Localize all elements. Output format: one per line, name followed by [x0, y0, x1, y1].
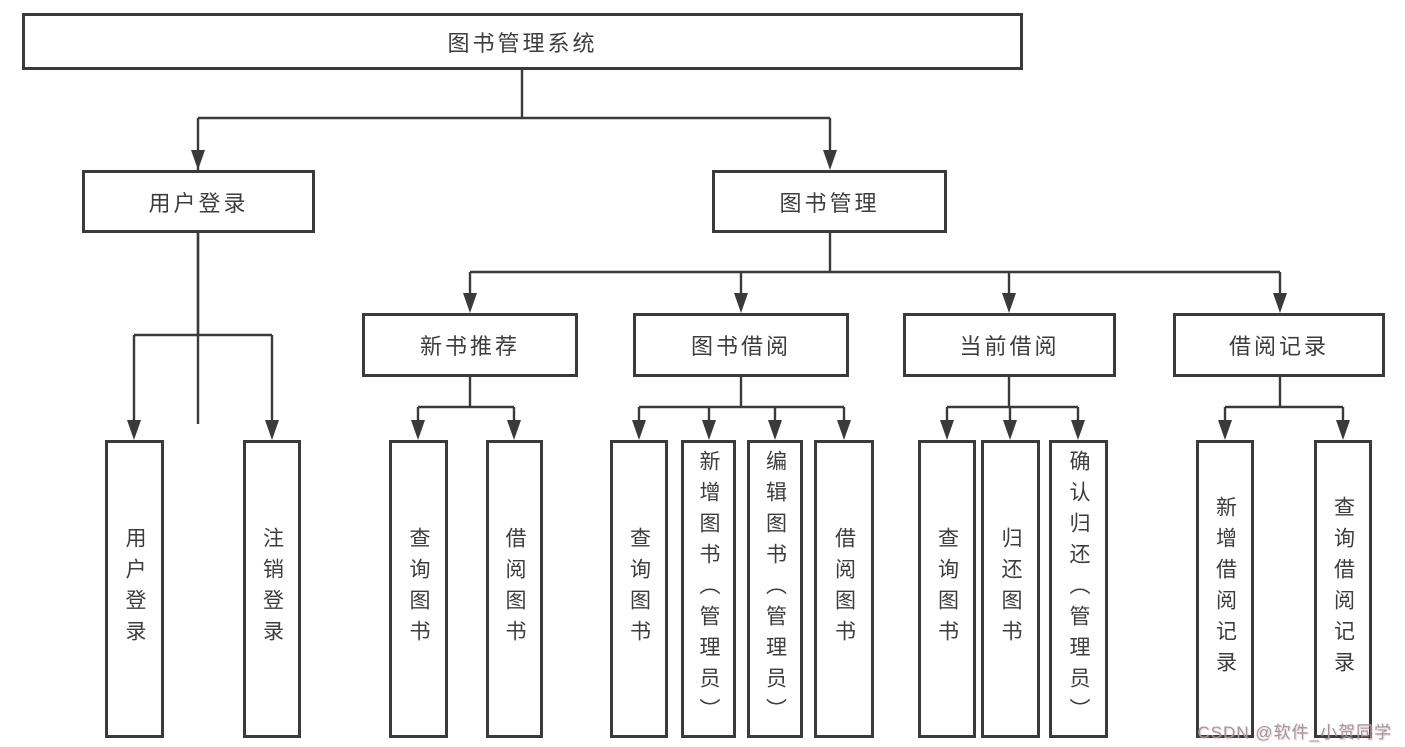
csdn-watermark: CSDN @软件_小贺同学 — [1197, 723, 1392, 742]
node-label: 图书管理 — [779, 190, 880, 216]
leaf-add-borrow-record: 新增借阅记录 — [1196, 440, 1254, 738]
node-label: 借阅图书 — [832, 527, 856, 651]
node-label: 新增图书（管理员） — [697, 449, 720, 729]
edge-root — [196, 70, 832, 424]
node-label: 当前借阅 — [959, 334, 1060, 359]
edge-borrow-record — [1223, 377, 1345, 424]
node-label: 用户登录 — [123, 527, 146, 651]
node-label: 查询图书 — [935, 527, 959, 651]
leaf-user-login: 用户登录 — [105, 440, 164, 738]
node-label: 查询图书 — [627, 527, 651, 651]
node-label: 注销登录 — [260, 527, 284, 651]
leaf-logout: 注销登录 — [243, 440, 301, 738]
node-borrow-record: 借阅记录 — [1173, 313, 1385, 377]
leaf-borrow-books-recommend: 借阅图书 — [486, 440, 543, 738]
node-book-management: 图书管理 — [712, 170, 947, 233]
edge-book-mgmt — [468, 233, 1282, 296]
node-label: 新增借阅记录 — [1213, 496, 1237, 682]
leaf-borrow-books: 借阅图书 — [814, 440, 874, 738]
node-label: 用户登录 — [148, 190, 249, 216]
leaf-query-books-current: 查询图书 — [918, 440, 976, 738]
edge-new-recommend — [416, 377, 516, 424]
edge-current-borrow — [945, 377, 1080, 424]
node-new-book-recommend: 新书推荐 — [362, 313, 578, 377]
node-label: 归还图书 — [999, 527, 1022, 651]
edge-user-login — [132, 233, 274, 424]
leaf-add-books-admin: 新增图书（管理员） — [681, 440, 736, 738]
leaf-edit-books-admin: 编辑图书（管理员） — [747, 440, 803, 738]
leaf-query-books-recommend: 查询图书 — [389, 440, 448, 738]
node-book-borrow: 图书借阅 — [633, 313, 849, 377]
node-current-borrow: 当前借阅 — [903, 313, 1116, 377]
leaf-return-books: 归还图书 — [981, 440, 1040, 738]
node-label: 查询图书 — [407, 527, 430, 651]
leaf-query-books-borrow: 查询图书 — [610, 440, 668, 738]
node-label: 查询借阅记录 — [1331, 496, 1355, 682]
node-label: 借阅图书 — [503, 527, 526, 651]
node-label: 图书管理系统 — [447, 30, 598, 56]
node-label: 编辑图书（管理员） — [763, 449, 787, 729]
node-label: 确认归还（管理员） — [1067, 449, 1090, 729]
edge-book-borrow — [637, 377, 846, 424]
arrowheads — [127, 150, 1350, 440]
node-user-login: 用户登录 — [82, 170, 315, 233]
node-label: 新书推荐 — [419, 334, 520, 359]
node-label: 借阅记录 — [1228, 334, 1329, 359]
node-root-system: 图书管理系统 — [22, 13, 1023, 70]
leaf-query-borrow-record: 查询借阅记录 — [1314, 440, 1372, 738]
leaf-confirm-return-admin: 确认归还（管理员） — [1049, 440, 1108, 738]
node-label: 图书借阅 — [690, 334, 791, 359]
